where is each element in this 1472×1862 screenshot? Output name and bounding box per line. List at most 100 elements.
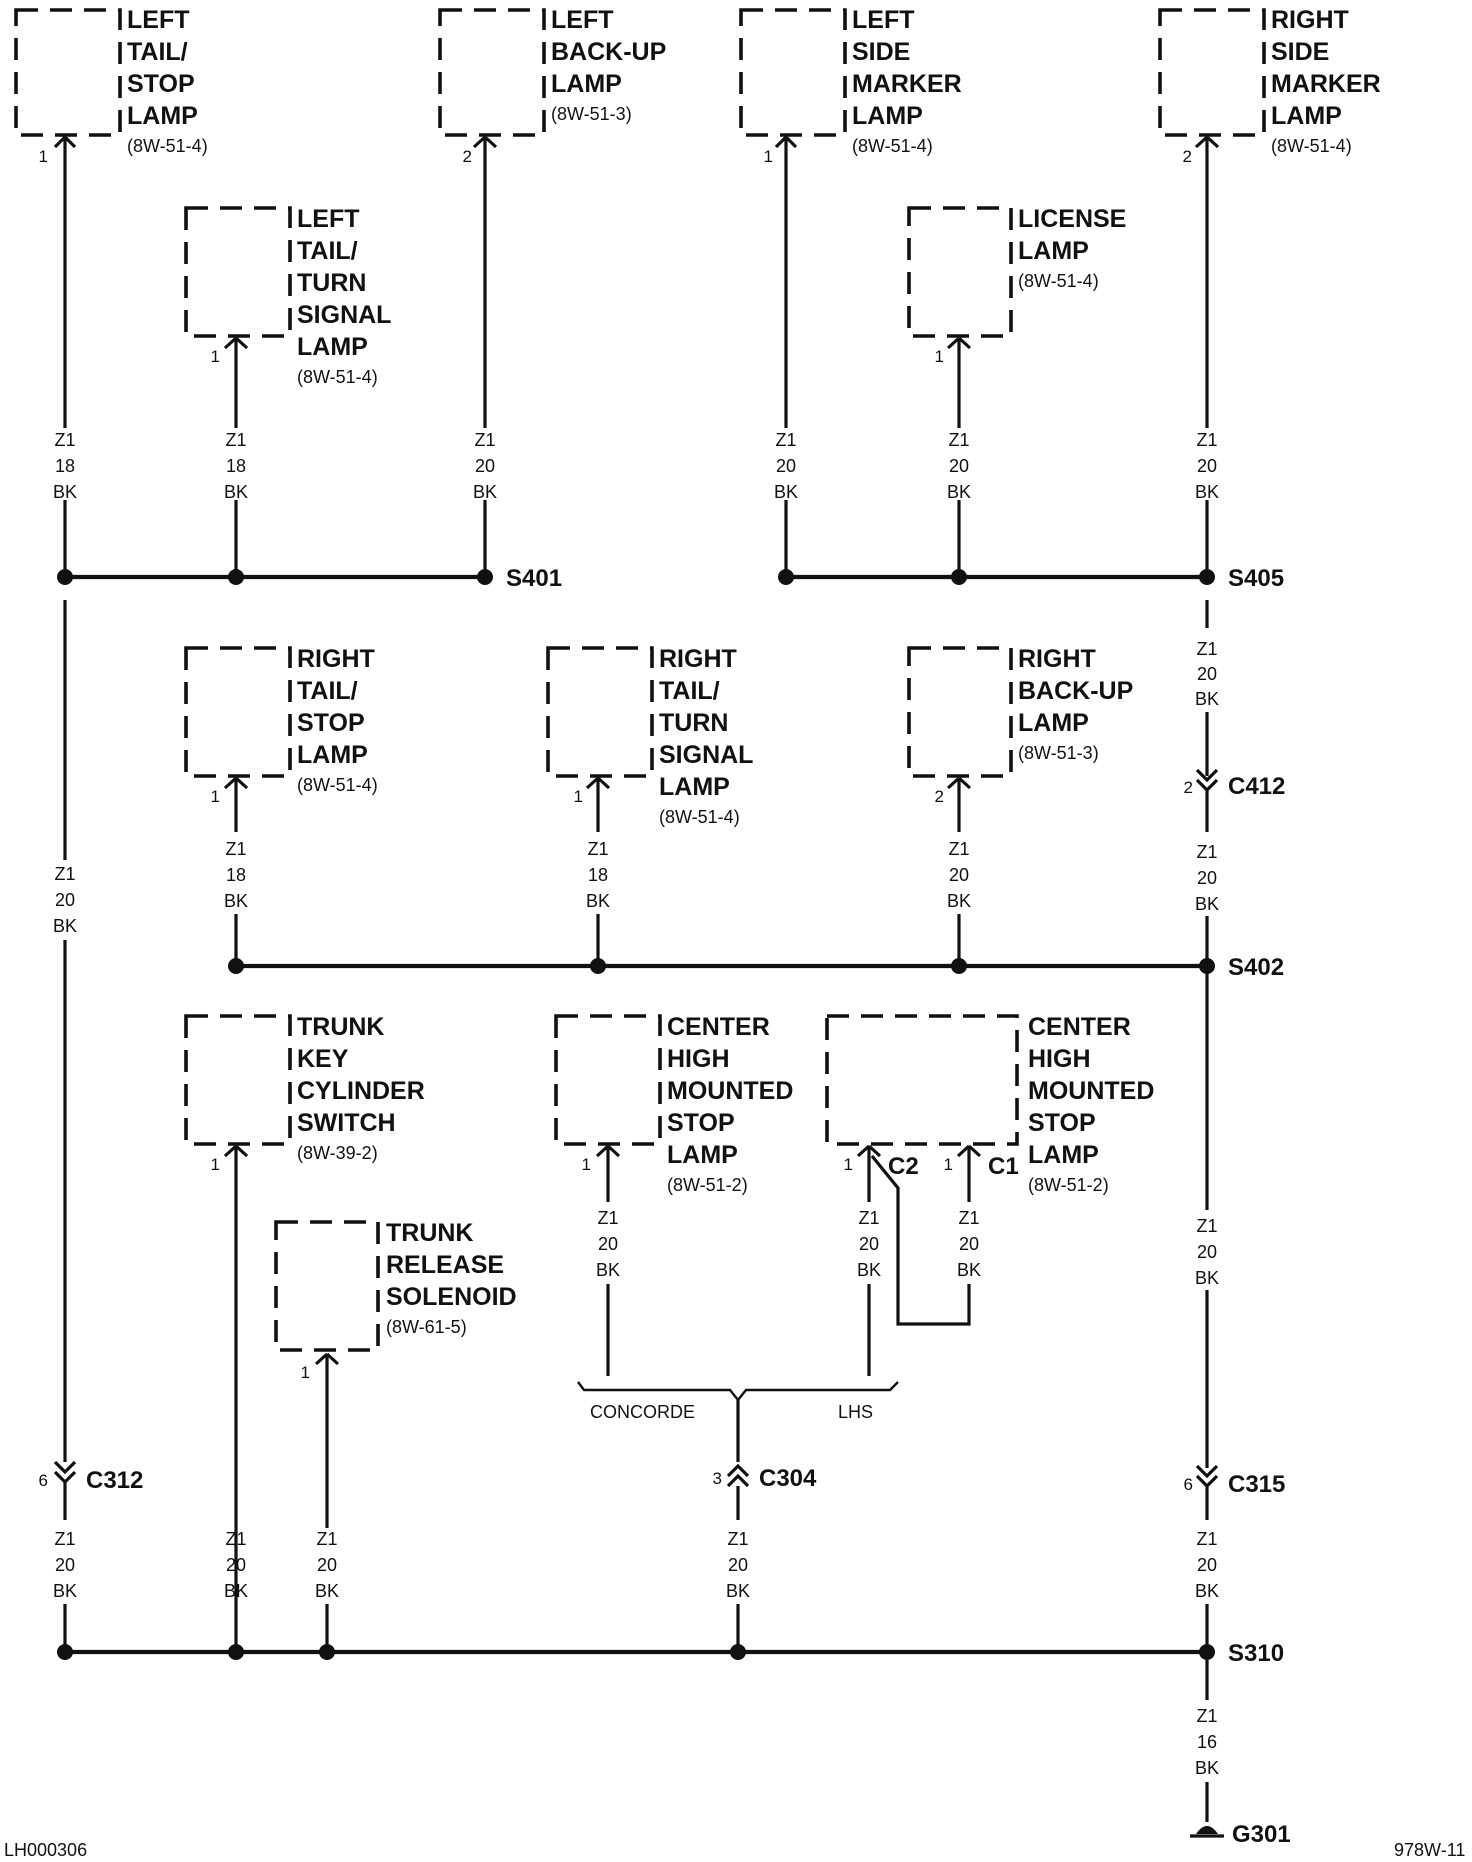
right-tail-stop-lamp[interactable]: RIGHT TAIL/ STOP LAMP (8W-51-4) 1 — [184, 645, 378, 806]
splice-node — [319, 1644, 335, 1660]
connector-pin-icon — [223, 1144, 249, 1652]
left-backup-lamp[interactable]: LEFT BACK-UP LAMP (8W-51-3) 2 — [438, 6, 666, 166]
wire-gauge: 18 — [226, 456, 246, 476]
right-tail-turn-signal-lamp[interactable]: RIGHT TAIL/ TURN SIGNAL LAMP (8W-51-4) 1 — [546, 645, 753, 827]
component-label-line: STOP — [667, 1109, 735, 1137]
component-label-line: SWITCH — [297, 1109, 396, 1137]
wire-circuit: Z1 — [948, 839, 969, 859]
splice-node — [590, 958, 606, 974]
reference-label: (8W-51-4) — [1271, 136, 1352, 156]
reference-label: (8W-51-4) — [659, 807, 740, 827]
wire-circuit: Z1 — [597, 1208, 618, 1228]
component-label-line: TRUNK — [386, 1219, 474, 1247]
right-side-marker-lamp[interactable]: RIGHT SIDE MARKER LAMP (8W-51-4) 2 — [1158, 6, 1381, 166]
right-backup-lamp[interactable]: RIGHT BACK-UP LAMP (8W-51-3) 2 — [907, 645, 1133, 806]
wire-circuit: Z1 — [1196, 842, 1217, 862]
trunk-release-solenoid[interactable]: TRUNK RELEASE SOLENOID (8W-61-5) 1 — [274, 1219, 517, 1382]
splice-node — [951, 569, 967, 585]
left-side-marker-lamp[interactable]: LEFT SIDE MARKER LAMP (8W-51-4) 1 — [739, 6, 962, 166]
wire-label: Z1 20 BK — [1195, 1529, 1219, 1601]
component-label-line: RIGHT — [1271, 6, 1349, 34]
wire-label: Z1 18 BK — [53, 430, 77, 502]
wire-color: BK — [774, 482, 798, 502]
wire-gauge: 20 — [226, 1555, 246, 1575]
connector-pin-icon — [585, 776, 611, 832]
component-label-line: RIGHT — [1018, 645, 1096, 673]
pin-number: 2 — [463, 147, 472, 166]
connector-label-c412: C412 — [1228, 773, 1285, 800]
wire-gauge: 20 — [55, 1555, 75, 1575]
trunk-key-cylinder-switch[interactable]: TRUNK KEY CYLINDER SWITCH (8W-39-2) 1 — [184, 1013, 425, 1174]
wire-gauge: 20 — [1197, 1242, 1217, 1262]
component-label-line: LEFT — [127, 6, 190, 34]
component-box — [438, 8, 546, 137]
component-label-line: LAMP — [659, 773, 730, 801]
wire-circuit: Z1 — [54, 864, 75, 884]
component-box — [184, 1014, 292, 1146]
reference-label: (8W-51-2) — [667, 1175, 748, 1195]
wire-gauge: 20 — [859, 1234, 879, 1254]
wire-label: Z1 20 BK — [53, 864, 77, 936]
component-label-line: TURN — [659, 709, 728, 737]
wire-color: BK — [315, 1581, 339, 1601]
license-lamp[interactable]: LICENSE LAMP (8W-51-4) 1 — [907, 205, 1126, 366]
component-label-line: LAMP — [297, 333, 368, 361]
splice-node — [477, 569, 493, 585]
reference-label: (8W-51-4) — [852, 136, 933, 156]
component-box — [14, 8, 122, 137]
wire-color: BK — [1195, 1581, 1219, 1601]
component-label-line: LICENSE — [1018, 205, 1126, 233]
wire-label: Z1 18 BK — [586, 839, 610, 911]
left-tail-turn-signal-lamp[interactable]: LEFT TAIL/ TURN SIGNAL LAMP (8W-51-4) 1 — [184, 205, 391, 387]
component-label-line: HIGH — [667, 1045, 730, 1073]
component-label-line: STOP — [1028, 1109, 1096, 1137]
component-label-line: SIGNAL — [659, 741, 753, 769]
splice-node — [730, 1644, 746, 1660]
wire-gauge: 20 — [1197, 664, 1217, 684]
left-tail-stop-lamp[interactable]: LEFT TAIL/ STOP LAMP (8W-51-4) 1 — [14, 6, 208, 166]
pin-number: 1 — [574, 787, 583, 806]
wire-color: BK — [1195, 689, 1219, 709]
wire-circuit: Z1 — [1196, 1706, 1217, 1726]
wire-label: Z1 18 BK — [224, 430, 248, 502]
variant-brace — [577, 1381, 899, 1402]
ground-label-g301: G301 — [1232, 1821, 1291, 1848]
wire-circuit: Z1 — [474, 430, 495, 450]
pin-number: 2 — [1183, 147, 1192, 166]
connector-pin-icon — [472, 135, 498, 160]
wire-label: Z1 20 BK — [857, 1208, 881, 1280]
component-label-line: MARKER — [852, 70, 962, 98]
splice-label-s402: S402 — [1228, 954, 1284, 981]
wire-color: BK — [473, 482, 497, 502]
wire-color: BK — [586, 891, 610, 911]
wire-label: Z1 20 BK — [315, 1529, 339, 1601]
pin-number: 1 — [935, 347, 944, 366]
component-label-line: STOP — [297, 709, 365, 737]
wire-label: Z1 20 BK — [726, 1529, 750, 1601]
splice-label-s401: S401 — [506, 565, 562, 592]
splice-node — [951, 958, 967, 974]
connector-pin-number: 2 — [1184, 778, 1193, 797]
connector-pin-number: 6 — [39, 1471, 48, 1490]
reference-label: (8W-39-2) — [297, 1143, 378, 1163]
chmsl-concorde[interactable]: CENTER HIGH MOUNTED STOP LAMP (8W-51-2) … — [554, 1013, 793, 1195]
component-box — [554, 1014, 662, 1146]
wire-circuit: Z1 — [775, 430, 796, 450]
variant-label-lhs: LHS — [838, 1402, 873, 1422]
reference-label: (8W-61-5) — [386, 1317, 467, 1337]
component-label-line: LAMP — [852, 102, 923, 130]
component-label-line: LEFT — [852, 6, 915, 34]
connector-pin-number: 3 — [713, 1469, 722, 1488]
reference-label: (8W-51-4) — [127, 136, 208, 156]
connector-label-c1: C1 — [988, 1153, 1019, 1180]
component-label-line: HIGH — [1028, 1045, 1091, 1073]
wire-color: BK — [726, 1581, 750, 1601]
component-box — [907, 206, 1013, 338]
chmsl-lhs[interactable]: CENTER HIGH MOUNTED STOP LAMP (8W-51-2) … — [825, 1013, 1154, 1195]
component-label-line: MOUNTED — [1028, 1077, 1154, 1105]
component-box — [274, 1220, 380, 1352]
component-label-line: CENTER — [667, 1013, 770, 1041]
wire-circuit: Z1 — [727, 1529, 748, 1549]
wire-gauge: 20 — [1197, 868, 1217, 888]
reference-label: (8W-51-4) — [1018, 271, 1099, 291]
